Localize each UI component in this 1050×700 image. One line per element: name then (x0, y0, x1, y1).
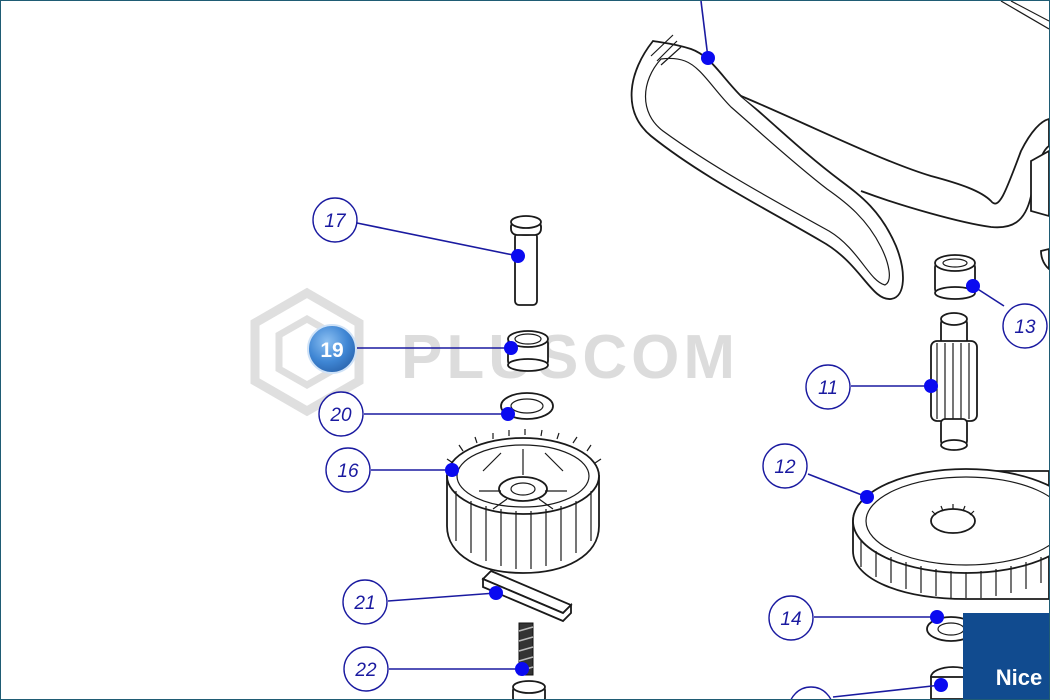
leader-dot-22 (515, 662, 529, 676)
part-bottom-bushing (512, 680, 546, 699)
leader-dot-12 (860, 490, 874, 504)
watermark: PLUSCOM (250, 287, 739, 417)
callout-22[interactable]: 22 (343, 646, 389, 692)
leader-dot-top (701, 51, 715, 65)
watermark-logo-icon (250, 287, 364, 417)
part-11-pinion (930, 312, 978, 451)
leader-dot-21 (489, 586, 503, 600)
callout-19-label: 19 (320, 339, 343, 362)
callout-17-label: 17 (324, 211, 347, 232)
part-16-gear (446, 429, 602, 574)
leader-dot-11 (924, 379, 938, 393)
callout-21-label: 21 (353, 593, 375, 614)
callout-22-label: 22 (354, 660, 377, 681)
drive-belt (630, 1, 1049, 300)
callout-19-active[interactable]: 19 (307, 324, 357, 374)
leader-dot-17 (511, 249, 525, 263)
callout-12[interactable]: 12 (762, 443, 808, 489)
watermark-text: PLUSCOM (401, 323, 739, 392)
brand-badge: Nice (963, 613, 1049, 699)
callout-13[interactable]: 13 (1002, 303, 1048, 349)
leader-dot-20 (501, 407, 515, 421)
callout-11[interactable]: 11 (805, 364, 851, 410)
callout-11-label: 11 (818, 378, 838, 399)
leader-12 (807, 473, 868, 498)
leader-dot-bottom-right (934, 678, 948, 692)
part-22-screw (518, 622, 534, 676)
part-21-key (481, 569, 573, 623)
leader-lines (356, 222, 1005, 698)
leader-top (700, 1, 709, 59)
leader-dot-16 (445, 463, 459, 477)
callout-20[interactable]: 20 (318, 391, 364, 437)
callout-13-label: 13 (1014, 317, 1036, 338)
part-19-bushing (507, 330, 549, 372)
leader-21 (387, 592, 497, 602)
callout-bottom-partial[interactable] (789, 686, 833, 699)
callout-16-label: 16 (337, 461, 359, 482)
callout-20-label: 20 (329, 405, 352, 426)
part-12-gear (852, 468, 1049, 600)
leader-dot-14 (930, 610, 944, 624)
leader-bottom-right (832, 684, 942, 698)
brand-label: Nice (996, 665, 1042, 690)
leader-dot-13 (966, 279, 980, 293)
callout-17[interactable]: 17 (312, 197, 358, 243)
part-13-bushing (934, 254, 976, 300)
callout-14[interactable]: 14 (768, 595, 814, 641)
callout-12-label: 12 (774, 457, 796, 478)
callout-16[interactable]: 16 (325, 447, 371, 493)
leader-17 (356, 222, 519, 257)
callout-14-label: 14 (780, 609, 801, 630)
leader-dot-19 (504, 341, 518, 355)
callout-21[interactable]: 21 (342, 579, 388, 625)
brand-badge-background (963, 613, 1049, 699)
